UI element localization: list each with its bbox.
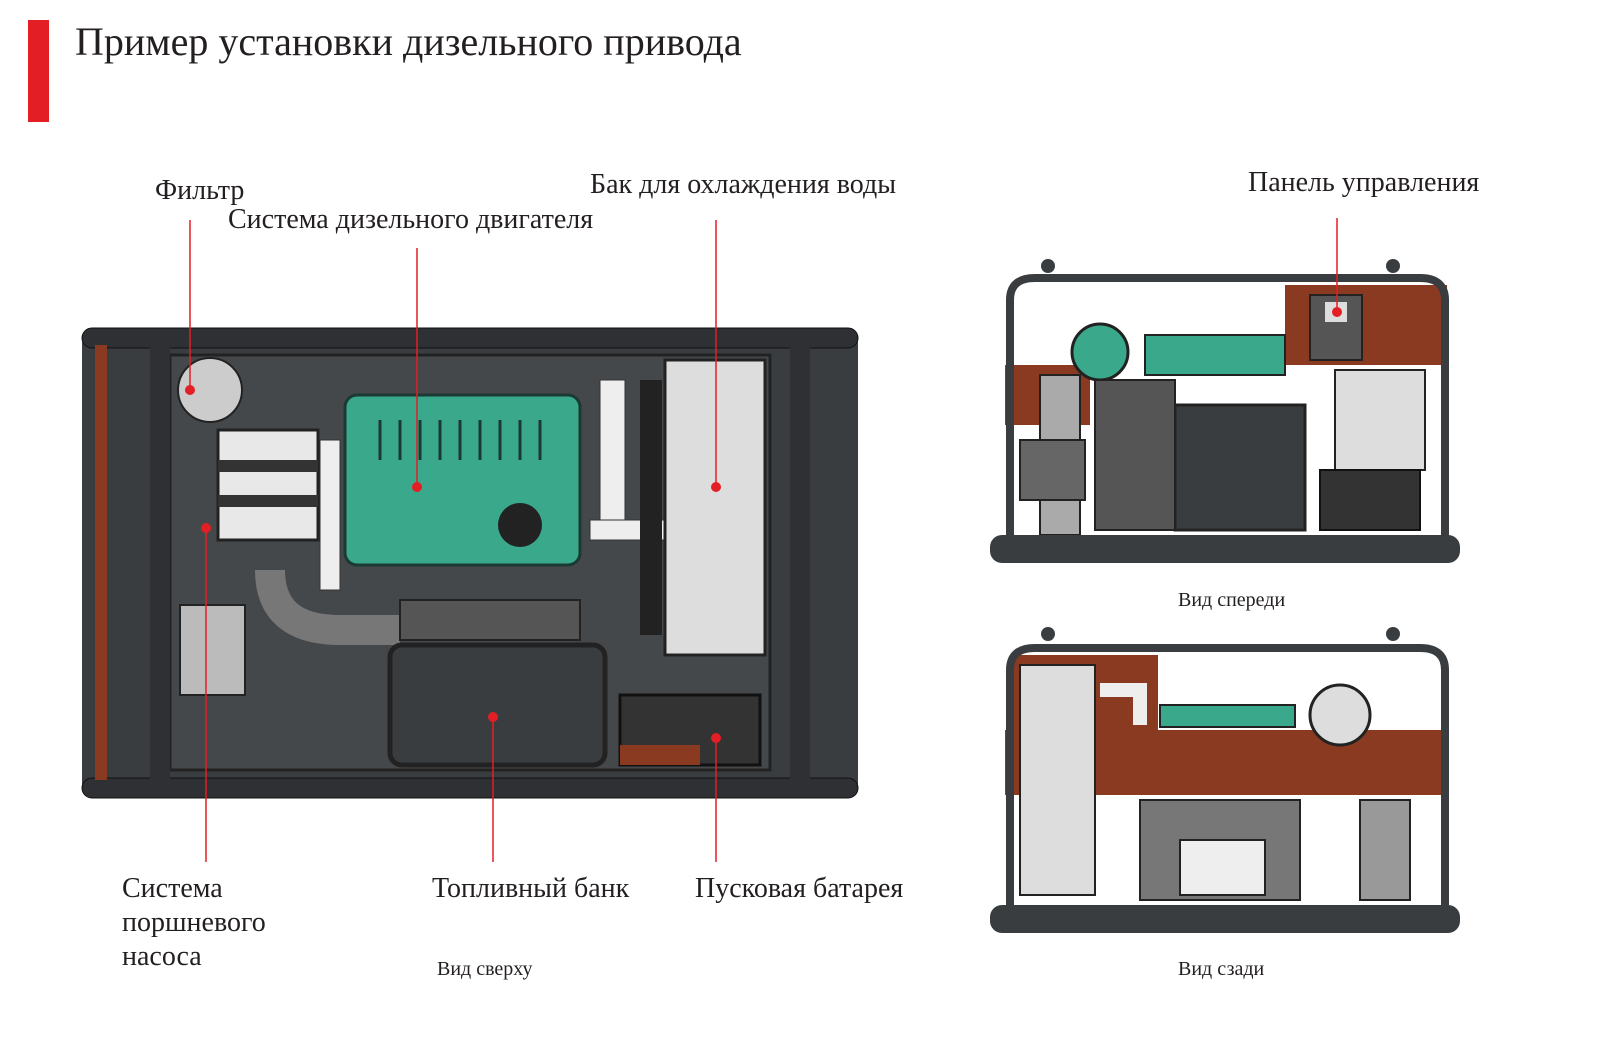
label-starter-battery: Пусковая батарея bbox=[695, 873, 904, 904]
leader-lines bbox=[189, 218, 1338, 862]
rear-view-drawing bbox=[990, 627, 1460, 933]
label-pump-system: Система поршневого насоса bbox=[122, 873, 266, 972]
caption-front-view: Вид спереди bbox=[1178, 589, 1286, 611]
label-control-panel: Панель управления bbox=[1248, 167, 1480, 198]
label-filter: Фильтр bbox=[155, 175, 245, 206]
front-view-drawing bbox=[990, 259, 1460, 563]
caption-rear-view: Вид сзади bbox=[1178, 958, 1265, 980]
label-engine-system: Система дизельного двигателя bbox=[228, 204, 594, 235]
marker-dots bbox=[185, 307, 1342, 743]
label-fuel-tank: Топливный банк bbox=[432, 873, 630, 904]
top-view-drawing bbox=[81, 327, 859, 799]
page-title: Пример установки дизельного привода bbox=[75, 19, 742, 64]
title-accent-bar bbox=[28, 20, 49, 122]
label-cooling-tank: Бак для охлаждения воды bbox=[590, 169, 897, 200]
caption-top-view: Вид сверху bbox=[437, 958, 533, 980]
